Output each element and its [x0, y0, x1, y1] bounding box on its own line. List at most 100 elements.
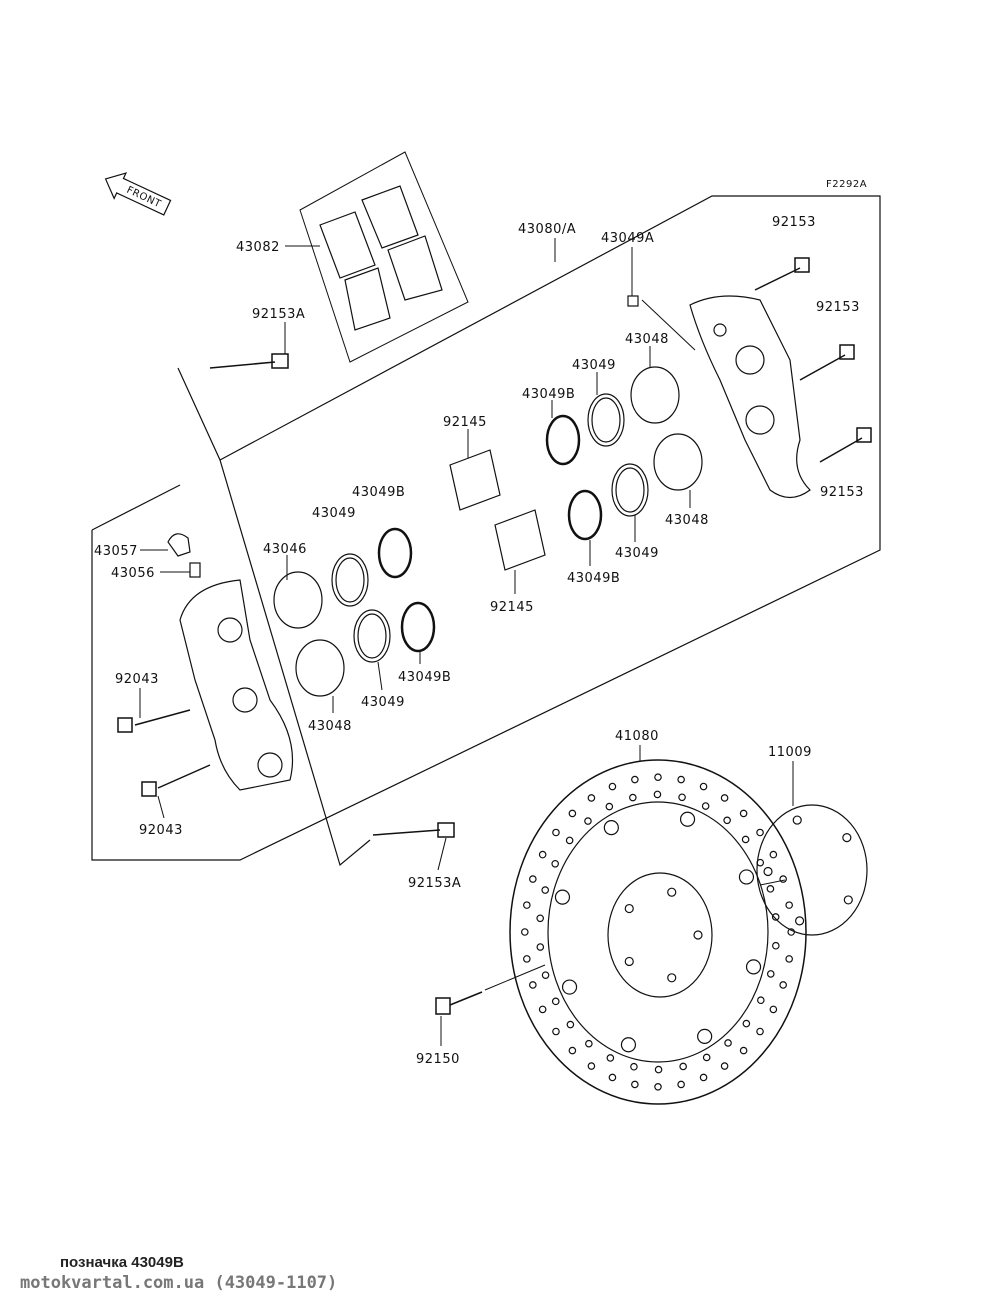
- pad-spring: [449, 449, 546, 571]
- pistons: [273, 366, 703, 697]
- part-label-92153a: 92153A: [252, 307, 305, 322]
- disc-hole: [631, 1080, 639, 1089]
- gasket-hole: [763, 866, 773, 877]
- bolts: [117, 257, 872, 1015]
- leader-lines: [139, 238, 794, 1046]
- diagram-code: F2292A: [826, 179, 867, 190]
- disc-mount-hole: [693, 930, 703, 940]
- disc-carrier: [547, 801, 769, 1063]
- disc-hole: [678, 793, 686, 802]
- disc-hole: [654, 1065, 663, 1074]
- disc-hole: [551, 997, 560, 1006]
- disc-hole: [629, 793, 637, 802]
- disc-hole: [606, 1054, 615, 1062]
- disc-hole: [701, 802, 710, 810]
- disc-hole: [608, 782, 617, 791]
- disc-hole: [766, 970, 775, 978]
- disc-rivet: [554, 889, 571, 905]
- part-label-43049: 43049: [572, 358, 616, 373]
- disc-hole: [757, 996, 765, 1005]
- site-watermark: motokvartal.com.ua (43049-1107): [20, 1273, 338, 1293]
- part-label-43080-a: 43080/A: [518, 222, 576, 237]
- disc-mount-hole: [667, 887, 677, 897]
- disc-rivet: [620, 1037, 637, 1053]
- disc-hole: [584, 817, 592, 825]
- part-label-92153a: 92153A: [408, 876, 461, 891]
- disc-rivet: [679, 811, 696, 827]
- disc-hole: [523, 955, 531, 963]
- disc-hole: [541, 886, 550, 894]
- disc-hole: [538, 850, 547, 859]
- gasket-11009: [756, 804, 868, 936]
- disc-hole: [536, 943, 545, 951]
- disc-rivet: [561, 979, 578, 995]
- brake-pad: [319, 185, 443, 331]
- disc-hole: [756, 828, 764, 837]
- disc-hole: [741, 835, 750, 844]
- disc-hole: [723, 816, 731, 825]
- part-label-43048: 43048: [665, 513, 709, 528]
- disc-hole: [605, 802, 614, 811]
- part-label-43057: 43057: [94, 544, 138, 559]
- disc-mount-hole: [624, 956, 634, 967]
- disc-hole: [552, 1027, 560, 1036]
- disc-hole: [769, 1005, 778, 1014]
- disc-rivet: [697, 1028, 713, 1044]
- disc-hole: [538, 1005, 547, 1014]
- part-label-92153: 92153: [772, 215, 816, 230]
- disc-hole: [779, 981, 787, 989]
- disc-hole: [720, 1062, 729, 1070]
- part-label-43056: 43056: [111, 566, 155, 581]
- disc-hole: [785, 955, 793, 963]
- disc-hole: [541, 971, 550, 979]
- bleeder-cap: [167, 533, 191, 557]
- part-label-43049: 43049: [361, 695, 405, 710]
- disc-hole: [529, 875, 537, 883]
- part-label-11009: 11009: [768, 745, 812, 760]
- part-label-43048: 43048: [625, 332, 669, 347]
- gasket-hole: [843, 895, 853, 905]
- part-label-43049: 43049: [615, 546, 659, 561]
- disc-hole: [756, 1027, 764, 1036]
- gasket-hole: [842, 833, 852, 843]
- part-label-92153: 92153: [820, 485, 864, 500]
- caliper-left: [179, 579, 294, 791]
- disc-hole: [568, 809, 577, 818]
- disc-hole: [785, 901, 793, 909]
- disc-hole: [654, 1083, 662, 1091]
- disc-hole: [566, 1020, 575, 1029]
- part-label-92145: 92145: [490, 600, 534, 615]
- disc-hole: [739, 1046, 748, 1055]
- part-label-43049b: 43049B: [567, 571, 620, 586]
- gasket-hole: [794, 916, 805, 926]
- disc-hole: [699, 1073, 708, 1082]
- disc-hole: [702, 1053, 711, 1062]
- disc-hole: [587, 794, 596, 802]
- disc-hole: [630, 1062, 638, 1071]
- part-label-43046: 43046: [263, 542, 307, 557]
- disc-hole: [520, 928, 529, 936]
- part-label-43049: 43049: [312, 506, 356, 521]
- disc-hole: [677, 775, 685, 784]
- disc-hole: [771, 913, 780, 921]
- disc-hole: [529, 981, 537, 989]
- part-label-41080: 41080: [615, 729, 659, 744]
- disc-hole: [699, 782, 708, 791]
- disc-hole: [551, 859, 559, 868]
- disc-hole: [552, 828, 560, 837]
- disc-hole: [587, 1062, 596, 1070]
- part-label-92145: 92145: [443, 415, 487, 430]
- front-arrow-icon: [104, 172, 172, 216]
- part-label-92153: 92153: [816, 300, 860, 315]
- disc-rivet: [745, 959, 762, 975]
- disc-hole: [608, 1073, 617, 1082]
- part-label-92043: 92043: [139, 823, 183, 838]
- disc-hole: [677, 1080, 685, 1089]
- caliper-right: [689, 295, 811, 499]
- disc-hole: [779, 875, 787, 883]
- disc-rivet: [738, 869, 755, 885]
- assembly-outline: [91, 195, 881, 861]
- disc-rivet: [603, 820, 619, 836]
- pad-outline: [177, 367, 371, 867]
